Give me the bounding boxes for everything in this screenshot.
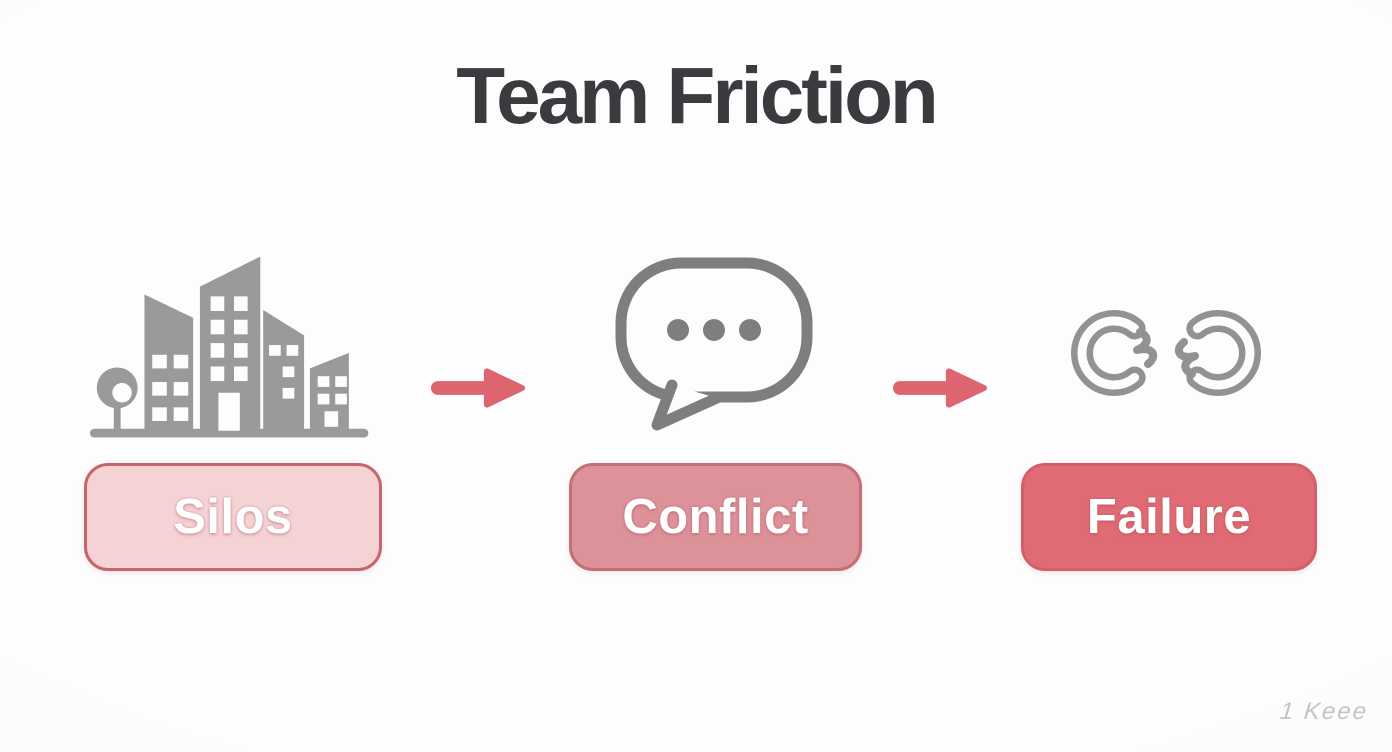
arrow-right-svg-1	[430, 368, 526, 408]
speech-bubble-svg	[615, 257, 813, 431]
stage-box-failure: Failure	[1021, 463, 1317, 571]
watermark-signature: 1 Keee	[1278, 698, 1370, 725]
stage-box-conflict: Conflict	[569, 463, 862, 571]
page-title: Team Friction	[456, 51, 939, 140]
stage-label-failure: Failure	[1086, 490, 1252, 544]
speech-bubble-icon	[614, 256, 814, 431]
arrow-right-svg-2	[892, 368, 988, 408]
arrow-right-icon-2	[891, 365, 989, 411]
city-buildings-svg	[89, 256, 369, 438]
city-buildings-icon	[88, 248, 380, 446]
stage-box-silos: Silos	[84, 463, 382, 571]
broken-chain-icon	[1066, 298, 1266, 408]
arrow-right-icon-1	[429, 365, 527, 411]
stage-label-silos: Silos	[173, 490, 293, 544]
stage-label-conflict: Conflict	[622, 490, 809, 544]
broken-chain-svg	[1071, 310, 1261, 396]
